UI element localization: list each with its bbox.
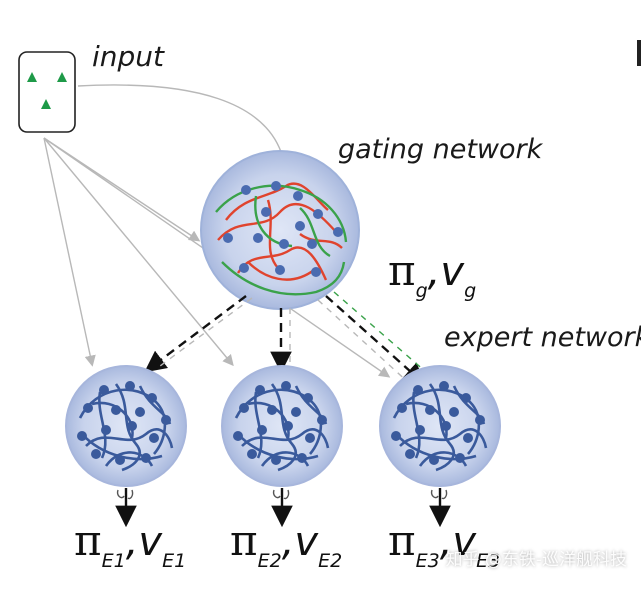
expert-network-1 — [65, 365, 187, 528]
expert-node — [161, 415, 171, 425]
expert-node — [147, 393, 157, 403]
input-connections — [43, 84, 391, 378]
expert-node — [281, 381, 291, 391]
expert-node — [141, 453, 151, 463]
expert-node — [405, 449, 415, 459]
gating-network — [200, 150, 360, 310]
edge-marker — [637, 40, 641, 66]
expert-node — [475, 415, 485, 425]
gating-node — [253, 233, 263, 243]
gating-node — [279, 239, 289, 249]
expert-node — [305, 433, 315, 443]
expert-node — [115, 455, 125, 465]
gating-to-expert-connections — [144, 291, 427, 385]
expert-network-3 — [379, 365, 501, 528]
expert-node — [255, 385, 265, 395]
gating-node — [311, 267, 321, 277]
expert-node — [291, 407, 301, 417]
expert-node — [303, 393, 313, 403]
gating-node — [293, 191, 303, 201]
expert-network-label: expert network — [444, 322, 641, 353]
gating-network-label: gating network — [338, 134, 543, 165]
watermark: 知乎 @东铁-巡洋舰科技 — [445, 550, 627, 570]
expert-3-output-label: πE3,vE3 — [388, 516, 501, 572]
expert-node — [439, 381, 449, 391]
expert-node — [441, 421, 451, 431]
triangle-icon — [41, 99, 51, 109]
expert-node — [461, 393, 471, 403]
expert-node — [135, 407, 145, 417]
expert-node — [463, 433, 473, 443]
expert-node — [449, 407, 459, 417]
expert-node — [83, 403, 93, 413]
expert-2-output-label: πE2,vE2 — [230, 516, 343, 572]
expert-node — [415, 425, 425, 435]
expert-node — [271, 455, 281, 465]
expert-node — [233, 431, 243, 441]
expert-node — [99, 385, 109, 395]
expert-node — [257, 425, 267, 435]
expert-node — [429, 455, 439, 465]
expert-node — [413, 385, 423, 395]
expert-node — [283, 421, 293, 431]
expert-node — [397, 403, 407, 413]
input-box — [18, 51, 76, 133]
gating-node — [239, 263, 249, 273]
gating-node — [313, 209, 323, 219]
gating-node — [271, 181, 281, 191]
gating-node — [275, 265, 285, 275]
gating-node — [307, 239, 317, 249]
expert-1-output-label: πE1,vE1 — [74, 516, 187, 572]
gating-output-label: πg,vg — [388, 246, 477, 302]
expert-node — [111, 405, 121, 415]
expert-node — [267, 405, 277, 415]
gating-node — [295, 221, 305, 231]
expert-node — [247, 449, 257, 459]
expert-node — [239, 403, 249, 413]
expert-node — [77, 431, 87, 441]
expert-node — [425, 405, 435, 415]
expert-node — [297, 453, 307, 463]
expert-node — [149, 433, 159, 443]
gating-node — [261, 207, 271, 217]
expert-node — [391, 431, 401, 441]
expert-network-2 — [221, 365, 343, 528]
input-label: input — [92, 40, 165, 73]
triangle-icon — [27, 72, 37, 82]
triangle-icon — [57, 72, 67, 82]
gating-node — [241, 185, 251, 195]
expert-node — [91, 449, 101, 459]
expert-node — [101, 425, 111, 435]
expert-node — [455, 453, 465, 463]
expert-node — [125, 381, 135, 391]
gating-node — [223, 233, 233, 243]
gating-node — [333, 227, 343, 237]
expert-node — [317, 415, 327, 425]
expert-node — [127, 421, 137, 431]
